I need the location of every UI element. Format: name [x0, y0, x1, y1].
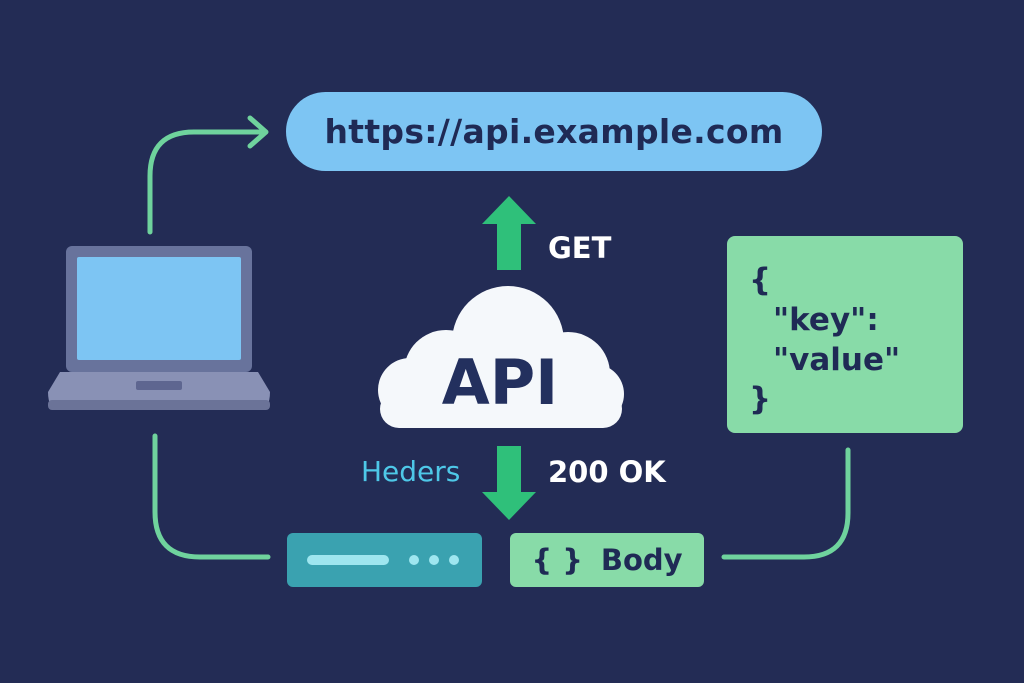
laptop-to-url-arrowhead	[247, 115, 269, 149]
braces-icon: { }	[531, 543, 583, 577]
headers-bar-line	[307, 555, 389, 565]
headers-bar-dot	[429, 555, 439, 565]
status-label: 200 OK	[548, 455, 666, 489]
json-open-brace: {	[749, 262, 772, 298]
cloud-label: API	[376, 332, 624, 432]
laptop-icon	[48, 246, 270, 410]
get-label: GET	[548, 231, 612, 265]
headers-bar-dot	[449, 555, 459, 565]
headers-label: Heders	[361, 455, 461, 488]
json-close-brace: }	[749, 381, 772, 417]
headers-bar-dot	[409, 555, 419, 565]
json-key: "key":	[773, 302, 879, 338]
up-arrow-icon	[482, 196, 536, 270]
body-label: Body	[600, 543, 683, 577]
body-to-json-connector	[721, 447, 851, 560]
json-value: "value"	[773, 342, 901, 378]
headers-bar	[287, 533, 482, 587]
url-pill: https://api.example.com	[286, 92, 822, 171]
cloud-label-text: API	[441, 345, 559, 419]
url-text: https://api.example.com	[324, 112, 784, 151]
down-arrow-icon	[482, 446, 536, 520]
json-response-box: { "key": "value" }	[727, 236, 963, 433]
laptop-to-url-connector	[147, 129, 265, 235]
body-box: { } Body	[510, 533, 704, 587]
laptop-to-headers-connector	[152, 433, 271, 560]
cloud-icon	[378, 286, 624, 428]
